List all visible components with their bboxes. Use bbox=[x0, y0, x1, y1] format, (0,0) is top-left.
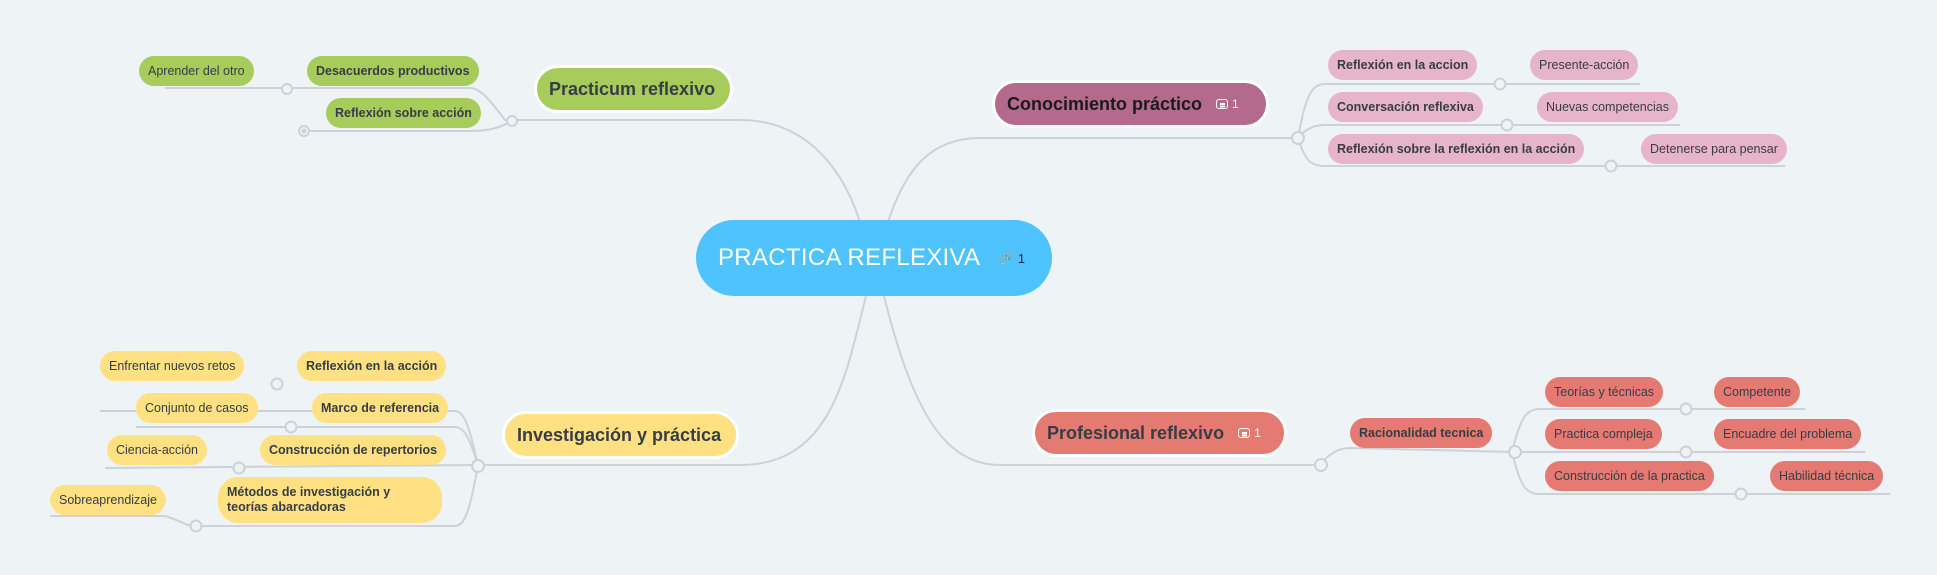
subtopic-conversacion-reflexiva[interactable]: Conversación reflexiva bbox=[1328, 92, 1483, 122]
comment-badge[interactable]: 1 bbox=[1216, 97, 1239, 111]
topic-label: Investigación y práctica bbox=[517, 424, 722, 445]
subtopic-label: Encuadre del problema bbox=[1723, 427, 1853, 441]
topic-practicum-reflexivo[interactable]: Practicum reflexivo bbox=[534, 65, 733, 113]
subtopic-label: Enfrentar nuevos retos bbox=[109, 359, 236, 373]
central-topic[interactable]: PRACTICA REFLEXIVA 🔗 1 bbox=[696, 220, 1052, 296]
comment-count: 1 bbox=[1232, 97, 1239, 111]
subtopic-label: Habilidad técnica bbox=[1779, 469, 1875, 483]
subtopic-encuadre-del-problema[interactable]: Encuadre del problema bbox=[1714, 419, 1862, 449]
subtopic-label: Nuevas competencias bbox=[1546, 100, 1669, 114]
subtopic-competente[interactable]: Competente bbox=[1714, 377, 1801, 407]
subtopic-label: Desacuerdos productivos bbox=[316, 64, 470, 78]
link-count: 1 bbox=[1017, 250, 1026, 266]
subtopic-detenerse-para-pensar[interactable]: Detenerse para pensar bbox=[1641, 134, 1787, 164]
subtopic-presente-accion[interactable]: Presente-acción bbox=[1530, 50, 1639, 80]
subtopic-practica-compleja[interactable]: Practica compleja bbox=[1545, 419, 1662, 449]
comment-icon bbox=[1238, 428, 1251, 438]
subtopic-enfrentar-nuevos-retos[interactable]: Enfrentar nuevos retos bbox=[100, 351, 245, 381]
subtopic-label: Construcción de repertorios bbox=[269, 443, 438, 457]
topic-investigacion-y-practica[interactable]: Investigación y práctica bbox=[502, 411, 739, 459]
subtopic-label: Marco de referencia bbox=[321, 401, 440, 415]
subtopic-label: Ciencia-acción bbox=[116, 443, 198, 457]
subtopic-label: Presente-acción bbox=[1539, 58, 1630, 72]
subtopic-nuevas-competencias[interactable]: Nuevas competencias bbox=[1537, 92, 1678, 122]
topic-profesional-reflexivo[interactable]: Profesional reflexivo 1 bbox=[1032, 409, 1287, 457]
subtopic-label: Racionalidad tecnica bbox=[1359, 426, 1484, 440]
subtopic-label: Conjunto de casos bbox=[145, 401, 249, 415]
subtopic-racionalidad-tecnica[interactable]: Racionalidad tecnica bbox=[1350, 418, 1493, 448]
subtopic-conjunto-de-casos[interactable]: Conjunto de casos bbox=[136, 393, 258, 423]
subtopic-label: Reflexión sobre acción bbox=[335, 106, 472, 120]
topic-label: Practicum reflexivo bbox=[549, 78, 716, 99]
subtopic-habilidad-tecnica[interactable]: Habilidad técnica bbox=[1770, 461, 1884, 491]
link-icon: 🔗 bbox=[998, 250, 1015, 265]
subtopic-label: Reflexión en la acción bbox=[306, 359, 438, 373]
subtopic-reflexion-sobre-accion[interactable]: Reflexión sobre acción bbox=[326, 98, 481, 128]
subtopic-sobreaprendizaje[interactable]: Sobreaprendizaje bbox=[50, 485, 166, 515]
topic-conocimiento-practico[interactable]: Conocimiento práctico 1 bbox=[992, 80, 1269, 128]
subtopic-reflexion-sobre-la-reflexion[interactable]: Reflexión sobre la reflexión en la acció… bbox=[1328, 134, 1585, 164]
comment-count: 1 bbox=[1254, 426, 1261, 440]
subtopic-label: Competente bbox=[1723, 385, 1792, 399]
subtopic-label: Construcción de la practica bbox=[1554, 469, 1705, 483]
subtopic-label: Reflexión sobre la reflexión en la acció… bbox=[1337, 142, 1576, 156]
subtopic-label: Sobreaprendizaje bbox=[59, 493, 157, 507]
subtopic-label: Detenerse para pensar bbox=[1650, 142, 1778, 156]
subtopic-label: Reflexión en la accion bbox=[1337, 58, 1469, 72]
subtopic-metodos-de-investigacion[interactable]: Métodos de investigación y teorías abarc… bbox=[218, 477, 442, 523]
topic-label: Profesional reflexivo bbox=[1047, 422, 1225, 443]
subtopic-reflexion-en-la-accion[interactable]: Reflexión en la accion bbox=[1328, 50, 1478, 80]
subtopic-construccion-de-repertorios[interactable]: Construcción de repertorios bbox=[260, 435, 447, 465]
subtopic-aprender-del-otro[interactable]: Aprender del otro bbox=[139, 56, 254, 86]
subtopic-marco-de-referencia[interactable]: Marco de referencia bbox=[312, 393, 449, 423]
link-badge[interactable]: 🔗 1 bbox=[998, 250, 1025, 266]
subtopic-label: Aprender del otro bbox=[148, 64, 245, 78]
subtopic-reflexion-en-la-accion-2[interactable]: Reflexión en la acción bbox=[297, 351, 447, 381]
subtopic-label: Métodos de investigación y teorías abarc… bbox=[227, 485, 391, 514]
subtopic-ciencia-accion[interactable]: Ciencia-acción bbox=[107, 435, 207, 465]
comment-badge[interactable]: 1 bbox=[1238, 426, 1261, 440]
subtopic-label: Practica compleja bbox=[1554, 427, 1653, 441]
subtopic-teorias-y-tecnicas[interactable]: Teorías y técnicas bbox=[1545, 377, 1664, 407]
topic-label: Conocimiento práctico bbox=[1007, 93, 1203, 114]
comment-icon bbox=[1216, 99, 1229, 109]
central-topic-label: PRACTICA REFLEXIVA bbox=[718, 244, 981, 271]
subtopic-desacuerdos-productivos[interactable]: Desacuerdos productivos bbox=[307, 56, 479, 86]
subtopic-construccion-de-la-practica[interactable]: Construcción de la practica bbox=[1545, 461, 1714, 491]
subtopic-label: Teorías y técnicas bbox=[1554, 385, 1655, 399]
subtopic-label: Conversación reflexiva bbox=[1337, 100, 1474, 114]
